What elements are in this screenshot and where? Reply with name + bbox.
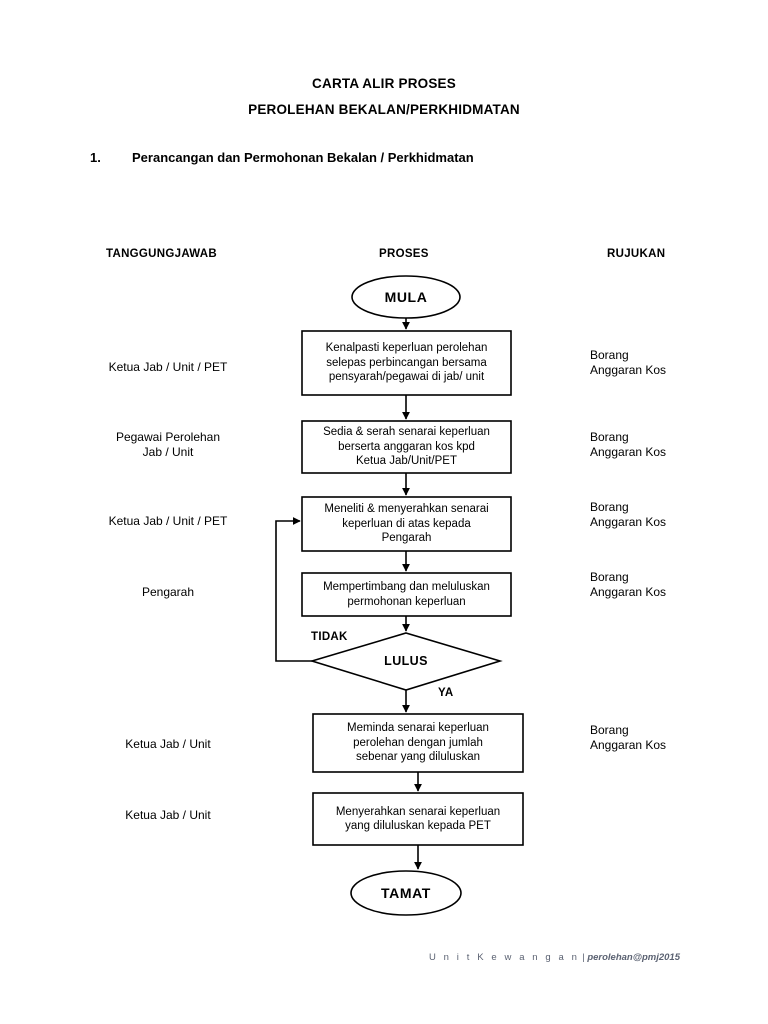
responsibility-label-1: Ketua Jab / Unit / PET bbox=[108, 360, 228, 374]
reference-label-2: Borang Anggaran Kos bbox=[590, 430, 667, 459]
reference-label-5: Borang Anggaran Kos bbox=[590, 723, 667, 752]
flow-node-start-label: MULA bbox=[384, 288, 428, 305]
footer-unit-name: U n i t K e w a n g a n bbox=[428, 952, 580, 963]
connector-decision-no-loopback bbox=[275, 517, 312, 662]
flow-node-step-4-shape bbox=[301, 572, 512, 617]
flow-node-step-3-label: Meneliti & menyerahkan senarai keperluan… bbox=[324, 503, 489, 545]
flow-node-step-2-shape bbox=[301, 420, 512, 474]
flow-node-step-1-shape bbox=[301, 330, 512, 396]
flow-node-step-6-label: Menyerahkan senarai keperluan yang dilul… bbox=[335, 805, 501, 833]
flow-node-step-4-label: Mempertimbang dan meluluskan permohonan … bbox=[323, 581, 490, 608]
column-header-responsibility: TANGGUNGJAWAB bbox=[106, 248, 218, 260]
edge-label-yes: YA bbox=[438, 687, 454, 699]
document-title-line-2: PEROLEHAN BEKALAN/PERKHIDMATAN bbox=[248, 102, 520, 117]
section-number: 1. bbox=[90, 150, 101, 165]
section-title: Perancangan dan Permohonan Bekalan / Per… bbox=[132, 150, 474, 165]
column-header-reference: RUJUKAN bbox=[607, 248, 666, 260]
responsibility-label-2: Pegawai Perolehan Jab / Unit bbox=[115, 430, 221, 459]
footer-email: perolehan@pmj2015 bbox=[587, 952, 680, 963]
reference-label-3: Borang Anggaran Kos bbox=[590, 500, 667, 529]
edge-label-no: TIDAK bbox=[311, 631, 348, 643]
responsibility-label-6: Ketua Jab / Unit bbox=[125, 808, 211, 822]
document-title-line-1: CARTA ALIR PROSES bbox=[312, 76, 456, 91]
flow-node-end-shape bbox=[350, 870, 462, 916]
reference-label-1: Borang Anggaran Kos bbox=[590, 348, 667, 377]
flow-node-step-6-shape bbox=[312, 792, 524, 846]
responsibility-label-3: Ketua Jab / Unit / PET bbox=[108, 514, 228, 528]
column-header-process: PROSES bbox=[379, 248, 429, 260]
footer-separator: | bbox=[579, 952, 588, 963]
flow-node-step-3-shape bbox=[301, 496, 512, 552]
flow-node-step-5-label: Meminda senarai keperluan perolehan deng… bbox=[347, 722, 489, 764]
responsibility-label-5: Ketua Jab / Unit bbox=[125, 737, 211, 751]
flow-node-decision-label: LULUS bbox=[384, 653, 428, 668]
flow-node-end-label: TAMAT bbox=[381, 884, 431, 901]
responsibility-label-4: Pengarah bbox=[141, 585, 195, 599]
page-footer: U n i t K e w a n g a n | perolehan@pmj2… bbox=[0, 952, 768, 963]
flow-node-step-1-label: Kenalpasti keperluan perolehan selepas p… bbox=[325, 342, 488, 384]
reference-label-4: Borang Anggaran Kos bbox=[590, 570, 667, 599]
flow-node-step-2-label: Sedia & serah senarai keperluan berserta… bbox=[323, 426, 490, 468]
flow-node-step-5-shape bbox=[312, 713, 524, 773]
